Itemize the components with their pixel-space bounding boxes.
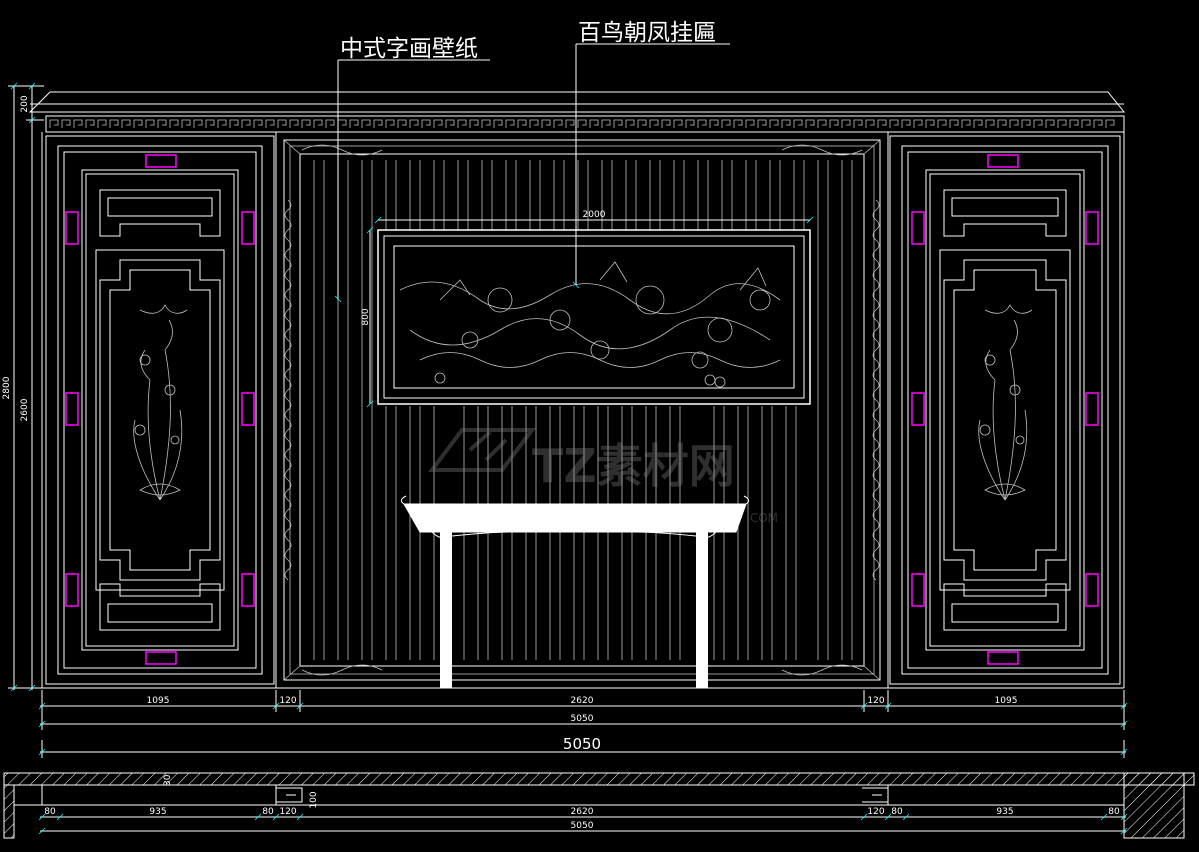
- hinge-icon: [241, 573, 255, 607]
- label-wallpaper: 中式字画壁纸: [340, 36, 478, 62]
- dim-5050-big: 5050: [563, 735, 601, 753]
- orchid-carving-left: [133, 304, 188, 501]
- dim-plan-5050: 5050: [571, 821, 594, 831]
- horizontal-dimensions: 1095 120 2620 120 1095 5050 5050: [38, 690, 1128, 758]
- dim-2620: 2620: [571, 696, 594, 706]
- dim-plan-2620: 2620: [571, 807, 594, 817]
- dim-plan-120a: 120: [279, 807, 296, 817]
- handle-icon: [987, 154, 1019, 168]
- handle-icon: [145, 651, 177, 665]
- dim-plan-80b: 80: [262, 807, 274, 817]
- center-wall-panel: [275, 131, 889, 689]
- annotation-wallpaper: 中式字画壁纸: [334, 36, 490, 303]
- watermark-domain: .COM: [746, 511, 778, 525]
- dim-plan-80d: 80: [1108, 807, 1120, 817]
- hinge-icon: [911, 392, 925, 426]
- dim-left-2600: 2600: [20, 398, 30, 421]
- left-lattice-panel: [45, 135, 275, 685]
- console-table: [400, 495, 750, 688]
- handle-icon: [987, 651, 1019, 665]
- bird-carving: [399, 261, 781, 388]
- dim-1095-right: 1095: [995, 696, 1018, 706]
- dim-plan-935b: 935: [996, 807, 1013, 817]
- handle-icon: [145, 154, 177, 168]
- hinge-icon: [65, 573, 79, 607]
- watermark-brand: TZ素材网: [532, 439, 735, 493]
- hinge-icon: [65, 392, 79, 426]
- dim-plan-120b: 120: [867, 807, 884, 817]
- dim-120-right: 120: [867, 696, 884, 706]
- label-plaque: 百鸟朝凤挂匾: [578, 20, 716, 46]
- annotation-plaque: 百鸟朝凤挂匾: [572, 20, 730, 289]
- dim-left-200: 200: [20, 95, 30, 112]
- hinge-icon: [241, 392, 255, 426]
- wallpaper-stripes: [313, 160, 853, 660]
- plaque-width-dim: 2000: [583, 210, 606, 220]
- right-lattice-panel: [889, 135, 1121, 685]
- hinge-icon: [241, 211, 255, 245]
- top-cornice: [28, 91, 1126, 689]
- left-vertical-dimensions: 200 2800 2600: [2, 82, 44, 692]
- dim-5050-inner: 5050: [571, 714, 594, 724]
- hinge-icon: [1085, 392, 1099, 426]
- orchid-carving-right: [978, 304, 1033, 501]
- dim-left-2800: 2800: [2, 376, 12, 399]
- plaque-height-dim: 800: [361, 308, 371, 325]
- watermark: TZ素材网 .COM: [428, 428, 778, 525]
- hinge-icon: [1085, 211, 1099, 245]
- dim-plan-80c: 80: [891, 807, 903, 817]
- dim-plan-30: 30: [163, 774, 173, 786]
- hinge-icon: [911, 573, 925, 607]
- phoenix-plaque: 2000 800: [361, 210, 814, 408]
- dim-120-left: 120: [279, 696, 296, 706]
- plan-section: 30 100 80 935 80 120 2620 120 80 935 80 …: [3, 772, 1195, 839]
- hinge-icon: [1085, 573, 1099, 607]
- dim-plan-80a: 80: [44, 807, 56, 817]
- dim-plan-935a: 935: [149, 807, 166, 817]
- hinge-icon: [911, 211, 925, 245]
- hinge-icon: [65, 211, 79, 245]
- dim-1095-left: 1095: [147, 696, 170, 706]
- dim-plan-100: 100: [309, 791, 319, 808]
